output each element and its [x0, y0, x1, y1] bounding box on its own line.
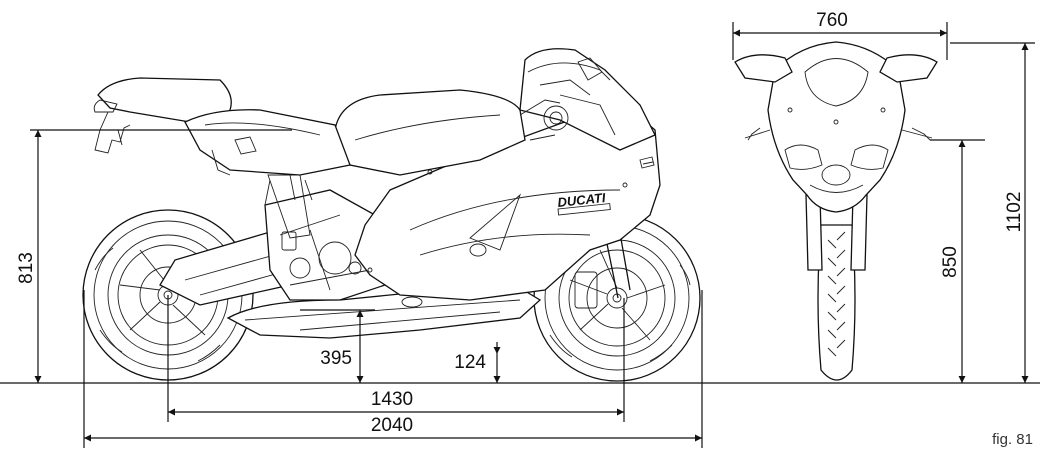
handlebar-right [901, 127, 933, 141]
dim-width: 760 [732, 10, 948, 60]
fuel-tank [334, 89, 526, 176]
seat [184, 109, 351, 176]
figure-label: fig. 81 [992, 431, 1033, 448]
mirror-right [879, 54, 938, 83]
upper-fairing [519, 48, 656, 151]
dim-width-label: 760 [816, 10, 848, 31]
side-view-motorcycle: DUCATI [82, 48, 701, 382]
dim-seat-height-label: 813 [16, 252, 37, 284]
dim-overall-length: 2040 [83, 290, 703, 448]
dim-ground-clearance: 124 [454, 342, 501, 383]
dim-wheelbase-label: 1430 [371, 389, 413, 410]
dim-wheelbase: 1430 [167, 295, 625, 422]
front-view-windscreen [804, 58, 869, 107]
dim-footpeg-height: 395 [300, 309, 375, 383]
dim-mirror-height-label: 850 [940, 246, 961, 278]
handlebar-left [744, 127, 771, 141]
lower-fairing [226, 287, 542, 339]
front-view-tire [817, 224, 856, 381]
license-plate-bracket [94, 111, 131, 154]
tail-light [93, 99, 118, 113]
dim-mirror-height: 850 [930, 139, 985, 383]
headlight-left [784, 144, 823, 170]
dim-footpeg-height-label: 395 [320, 348, 352, 369]
dim-overall-height-label: 1102 [1004, 192, 1025, 233]
headlight-right [850, 144, 889, 170]
dim-overall-height: 1102 [950, 42, 1035, 383]
dim-overall-length-label: 2040 [371, 415, 413, 436]
front-view-motorcycle [734, 41, 938, 381]
mirror-left [734, 54, 793, 83]
dim-seat-height: 813 [16, 129, 292, 383]
dim-ground-clearance-label: 124 [454, 352, 486, 373]
